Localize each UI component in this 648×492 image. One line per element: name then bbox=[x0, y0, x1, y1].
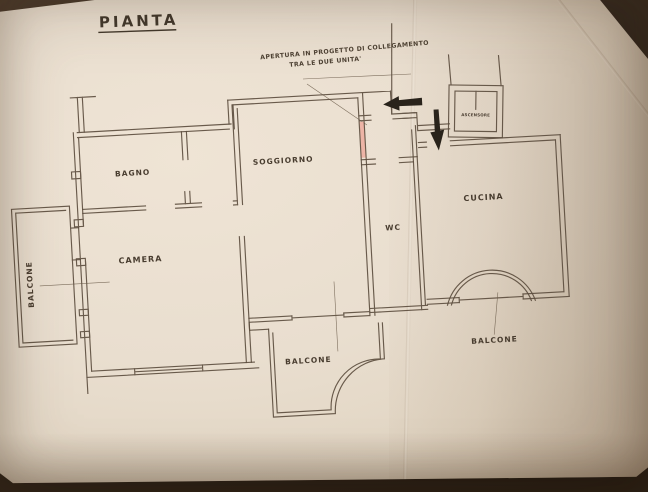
label-leader-lines bbox=[39, 281, 499, 352]
paper-shading-bottom bbox=[0, 432, 648, 484]
room-label-wc: WC bbox=[385, 223, 401, 233]
interior-walls bbox=[81, 104, 418, 364]
room-label-soggiorno: SOGGIORNO bbox=[253, 154, 314, 166]
room-label-cucina: CUCINA bbox=[463, 192, 504, 203]
right-balcony-outline bbox=[446, 269, 537, 306]
title-underline bbox=[98, 29, 177, 34]
exterior-walls bbox=[69, 23, 570, 395]
room-label-ascensore: ASCENSORE bbox=[461, 112, 490, 117]
left-balcony-outline bbox=[10, 205, 81, 348]
room-label-bagno: BAGNO bbox=[115, 168, 151, 179]
paper-shading-right bbox=[388, 0, 648, 484]
room-label-camera: CAMERA bbox=[118, 254, 162, 265]
annotation-block: APERTURA IN PROGETTO DI COLLEGAMENTO TRA… bbox=[260, 40, 429, 69]
left-entry-arrow bbox=[383, 96, 423, 111]
down-entry-arrow bbox=[430, 109, 445, 151]
balcony-label-left: BALCONE bbox=[24, 261, 36, 308]
bottom-balcony-outline bbox=[267, 322, 385, 418]
elevator-shaft: ASCENSORE bbox=[447, 54, 504, 139]
balcony-label-bottom: BALCONE bbox=[285, 355, 332, 367]
plan-title: PIANTA bbox=[98, 11, 179, 34]
annotation-leader-line bbox=[302, 73, 412, 126]
balcony-label-right: BALCONE bbox=[471, 334, 518, 346]
page-title: PIANTA bbox=[99, 11, 179, 32]
